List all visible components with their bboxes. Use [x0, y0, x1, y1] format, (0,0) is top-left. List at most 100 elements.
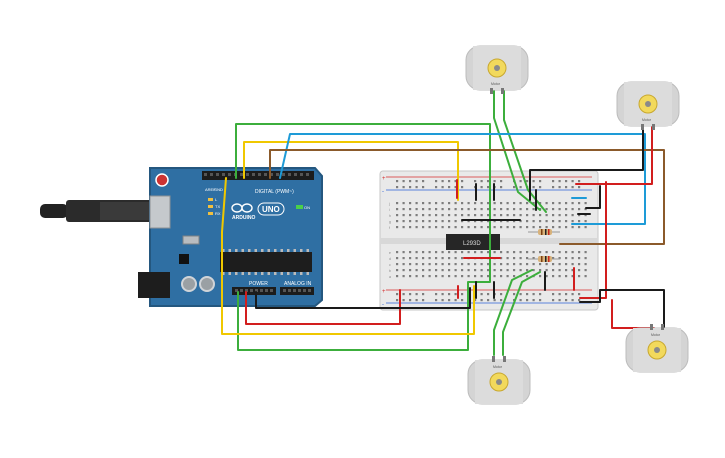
breadboard-hole[interactable]: [532, 226, 535, 229]
breadboard-hole[interactable]: [428, 202, 431, 205]
breadboard-hole[interactable]: [454, 293, 457, 296]
breadboard-hole[interactable]: [422, 180, 425, 183]
breadboard-hole[interactable]: [526, 269, 529, 272]
breadboard-hole[interactable]: [506, 263, 509, 266]
breadboard-hole[interactable]: [415, 202, 418, 205]
breadboard-hole[interactable]: [487, 220, 490, 223]
motor-terminal[interactable]: [501, 88, 504, 94]
breadboard-hole[interactable]: [402, 214, 405, 217]
breadboard-hole[interactable]: [396, 257, 399, 260]
breadboard-hole[interactable]: [552, 208, 555, 211]
breadboard-hole[interactable]: [409, 180, 412, 183]
breadboard-hole[interactable]: [565, 220, 568, 223]
breadboard-hole[interactable]: [539, 186, 542, 189]
breadboard-hole[interactable]: [552, 251, 555, 254]
breadboard-hole[interactable]: [441, 275, 444, 278]
breadboard-hole[interactable]: [578, 220, 581, 223]
breadboard-hole[interactable]: [493, 269, 496, 272]
breadboard-hole[interactable]: [519, 251, 522, 254]
breadboard-hole[interactable]: [578, 202, 581, 205]
header-pin[interactable]: [306, 173, 309, 176]
breadboard-hole[interactable]: [558, 293, 561, 296]
header-pin[interactable]: [303, 289, 306, 292]
breadboard-hole[interactable]: [461, 275, 464, 278]
breadboard-hole[interactable]: [454, 251, 457, 254]
breadboard-hole[interactable]: [454, 269, 457, 272]
breadboard-hole[interactable]: [441, 226, 444, 229]
header-pin[interactable]: [255, 289, 258, 292]
breadboard-hole[interactable]: [571, 275, 574, 278]
breadboard-hole[interactable]: [422, 269, 425, 272]
breadboard-hole[interactable]: [584, 208, 587, 211]
breadboard-hole[interactable]: [487, 226, 490, 229]
breadboard-hole[interactable]: [578, 299, 581, 302]
breadboard-hole[interactable]: [454, 180, 457, 183]
breadboard-hole[interactable]: [415, 186, 418, 189]
breadboard-hole[interactable]: [571, 293, 574, 296]
wire-red[interactable]: [575, 125, 653, 185]
header-pin[interactable]: [258, 173, 261, 176]
breadboard-hole[interactable]: [409, 208, 412, 211]
breadboard-hole[interactable]: [539, 269, 542, 272]
breadboard-hole[interactable]: [545, 220, 548, 223]
breadboard-hole[interactable]: [415, 257, 418, 260]
breadboard-hole[interactable]: [415, 214, 418, 217]
breadboard-hole[interactable]: [526, 257, 529, 260]
breadboard-hole[interactable]: [428, 257, 431, 260]
breadboard-hole[interactable]: [545, 208, 548, 211]
header-pin[interactable]: [264, 173, 267, 176]
dc-motor-top[interactable]: Motor: [465, 45, 529, 94]
breadboard-hole[interactable]: [513, 263, 516, 266]
breadboard-hole[interactable]: [454, 220, 457, 223]
breadboard-hole[interactable]: [513, 220, 516, 223]
breadboard-hole[interactable]: [467, 275, 470, 278]
breadboard-hole[interactable]: [526, 263, 529, 266]
breadboard-hole[interactable]: [415, 251, 418, 254]
breadboard-hole[interactable]: [558, 299, 561, 302]
arduino-uno-board[interactable]: DIGITAL (PWM~) AREF GND L TX RX ON ARDUI…: [138, 167, 323, 307]
breadboard-hole[interactable]: [519, 214, 522, 217]
breadboard-hole[interactable]: [532, 299, 535, 302]
breadboard-hole[interactable]: [526, 214, 529, 217]
dc-motor-bottom-right[interactable]: Motor: [625, 324, 689, 373]
breadboard-hole[interactable]: [415, 269, 418, 272]
breadboard-hole[interactable]: [545, 269, 548, 272]
breadboard-hole[interactable]: [578, 214, 581, 217]
breadboard-hole[interactable]: [552, 269, 555, 272]
header-pin[interactable]: [210, 173, 213, 176]
breadboard-hole[interactable]: [402, 251, 405, 254]
breadboard-hole[interactable]: [461, 214, 464, 217]
breadboard-hole[interactable]: [441, 293, 444, 296]
breadboard-hole[interactable]: [396, 299, 399, 302]
header-pin[interactable]: [298, 289, 301, 292]
breadboard-hole[interactable]: [480, 180, 483, 183]
breadboard-hole[interactable]: [545, 202, 548, 205]
breadboard-hole[interactable]: [396, 226, 399, 229]
header-pin[interactable]: [222, 173, 225, 176]
breadboard-hole[interactable]: [552, 186, 555, 189]
breadboard-hole[interactable]: [467, 263, 470, 266]
header-pin[interactable]: [228, 173, 231, 176]
breadboard-hole[interactable]: [545, 251, 548, 254]
breadboard-hole[interactable]: [461, 220, 464, 223]
wire-brown[interactable]: [269, 149, 665, 245]
breadboard-hole[interactable]: [422, 214, 425, 217]
motor-terminal[interactable]: [641, 124, 644, 130]
header-pin[interactable]: [250, 289, 253, 292]
breadboard-hole[interactable]: [448, 202, 451, 205]
breadboard-hole[interactable]: [578, 180, 581, 183]
breadboard-hole[interactable]: [493, 263, 496, 266]
breadboard-hole[interactable]: [578, 293, 581, 296]
breadboard-hole[interactable]: [539, 180, 542, 183]
breadboard-hole[interactable]: [396, 208, 399, 211]
breadboard-hole[interactable]: [474, 180, 477, 183]
breadboard-hole[interactable]: [435, 226, 438, 229]
breadboard-hole[interactable]: [513, 251, 516, 254]
breadboard-hole[interactable]: [448, 299, 451, 302]
breadboard-hole[interactable]: [571, 186, 574, 189]
breadboard-hole[interactable]: [513, 186, 516, 189]
breadboard-hole[interactable]: [552, 202, 555, 205]
breadboard-hole[interactable]: [409, 263, 412, 266]
breadboard-hole[interactable]: [552, 220, 555, 223]
header-pin[interactable]: [260, 289, 263, 292]
